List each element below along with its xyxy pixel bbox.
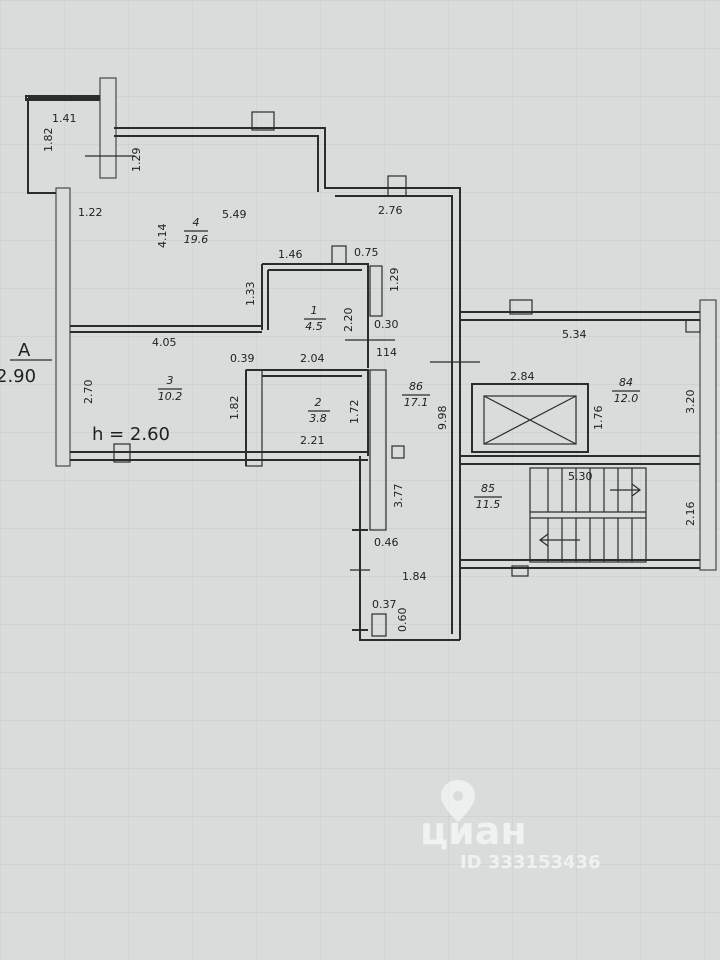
- right-window-wall: [699, 299, 717, 571]
- room-2: 2 3.8: [308, 396, 330, 425]
- room-84: 84 12.0: [612, 376, 640, 405]
- dim-label: 5.34: [562, 328, 587, 341]
- room-85: 85 11.5: [474, 482, 502, 511]
- balcony-wall: [99, 77, 117, 179]
- dim-label: 5.30: [568, 470, 593, 483]
- dim-label: 0.75: [354, 246, 379, 259]
- dim-label: 0.46: [374, 536, 399, 549]
- dim-label: 1.72: [348, 400, 361, 425]
- dim-label: 0.60: [396, 608, 409, 633]
- dim-label: 2.20: [342, 308, 355, 333]
- dim-label: 1.22: [78, 206, 103, 219]
- staircase: [529, 467, 647, 563]
- ceiling-height: h = 2.60: [92, 424, 170, 445]
- dim-label: 3.77: [392, 484, 405, 509]
- room-3: 3 10.2: [158, 374, 183, 403]
- dim-label: 1.76: [592, 406, 605, 431]
- room-number: 1: [311, 304, 318, 317]
- dim-label: 1.29: [388, 268, 401, 293]
- room-86: 86 17.1: [402, 380, 430, 409]
- dim-label: 1.46: [278, 248, 303, 261]
- dim-label: 1.82: [42, 128, 55, 153]
- dim-label: 4.14: [156, 224, 169, 249]
- room-area: 11.5: [476, 498, 501, 511]
- dim-label: 1.82: [228, 396, 241, 421]
- room-number: 3: [167, 374, 174, 387]
- left-window-wall: [55, 187, 71, 467]
- dim-label: 5.49: [222, 208, 247, 221]
- elevator-shaft: [483, 395, 577, 445]
- axis-letter: A: [18, 340, 31, 361]
- dim-label: 1.84: [402, 570, 427, 583]
- dim-label: 2.04: [300, 352, 325, 365]
- room-area: 4.5: [305, 320, 323, 333]
- room-1: 1 4.5: [304, 304, 326, 333]
- dim-label: 3.20: [684, 390, 697, 415]
- dim-label: 1.33: [244, 282, 257, 307]
- room-number: 2: [315, 396, 322, 409]
- dim-label: 2.16: [684, 502, 697, 527]
- dim-label: 0.39: [230, 352, 255, 365]
- room-area: 10.2: [158, 390, 183, 403]
- dim-label: 0.30: [374, 318, 399, 331]
- room-number: 4: [193, 216, 200, 229]
- dim-label: 2.21: [300, 434, 325, 447]
- dim-label: 4.05: [152, 336, 177, 349]
- location-pin-icon: [441, 780, 475, 822]
- dim-label: 2.76: [378, 204, 403, 217]
- room-area: 17.1: [404, 396, 429, 409]
- dim-label: 2.70: [82, 380, 95, 405]
- room-number: 86: [409, 380, 423, 393]
- room-area: 3.8: [309, 412, 327, 425]
- room-area: 12.0: [614, 392, 639, 405]
- dim-label: 1.29: [130, 148, 143, 173]
- dim-label: 9.98: [436, 406, 449, 431]
- axis-value: 2.90: [0, 366, 36, 387]
- room-area: 19.6: [184, 233, 209, 246]
- room-number: 85: [481, 482, 495, 495]
- watermark: циан ID 333153436: [420, 780, 601, 873]
- room-4: 4 19.6: [184, 216, 209, 246]
- dim-label: 0.37: [372, 598, 397, 611]
- watermark-id: ID 333153436: [460, 852, 601, 873]
- watermark-brand: циан: [420, 809, 527, 853]
- dim-label: 1.41: [52, 112, 77, 125]
- dim-label: 114: [376, 346, 397, 359]
- room-number: 84: [619, 376, 633, 389]
- dim-label: 2.84: [510, 370, 535, 383]
- dimension-labels: 1.41 1.82 1.29 1.22 4.14 5.49 2.76 1.46 …: [42, 112, 697, 632]
- walls: [10, 77, 717, 641]
